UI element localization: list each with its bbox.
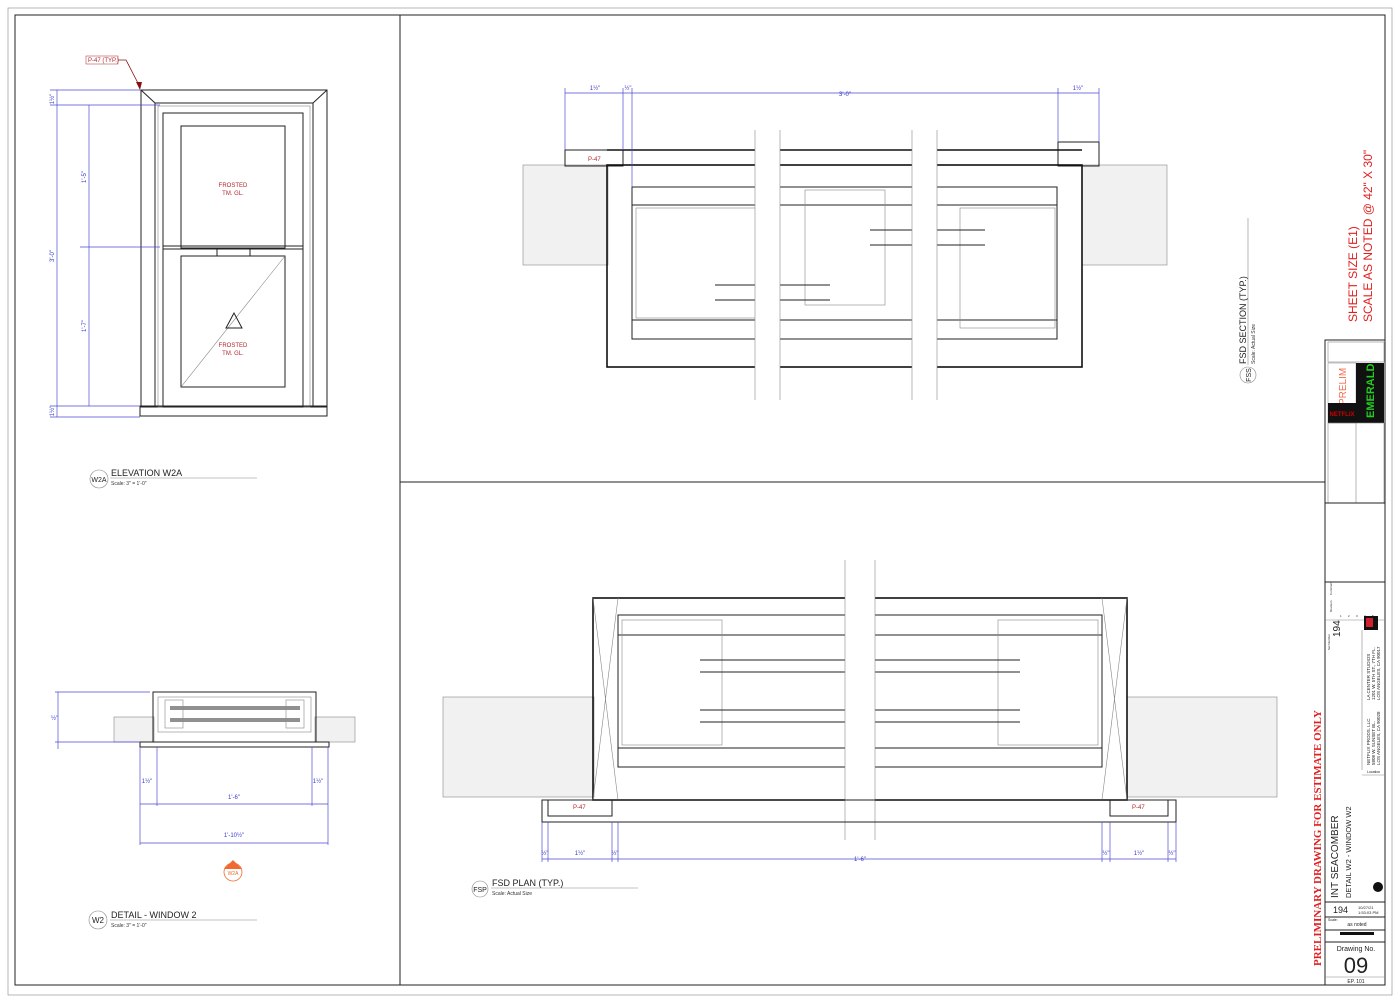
elevation-w2a: FROSTED TM. GL. FROSTED TM. GL. P-47 (TY… bbox=[49, 55, 328, 418]
dim-detail-small: ½" bbox=[51, 715, 58, 722]
dim-elev-overall: 3'-0" bbox=[50, 250, 56, 262]
set-number-label: Set Number bbox=[1327, 634, 1331, 650]
detail-window-2: ½" 1½" 1½" 1'-6" 1'-10½" W2A bbox=[51, 691, 356, 882]
revision-2: 2 bbox=[1348, 614, 1350, 618]
inner-border bbox=[14, 14, 1386, 986]
scale-value: as noted bbox=[1347, 922, 1366, 928]
plan-scale: Scale: Actual Size bbox=[492, 891, 532, 897]
company-1: NETFLIX PRODS. LLC bbox=[1366, 718, 1371, 765]
dim-plan-e: 1½" bbox=[1134, 850, 1144, 857]
detail-title-text: DETAIL - WINDOW 2 bbox=[111, 910, 197, 920]
location-address-2: 1201 W. 5TH ST., 7TH FL. bbox=[1371, 647, 1376, 700]
plan-title: FSP FSD PLAN (TYP.) Scale: Actual Size bbox=[471, 878, 638, 898]
dim-plan-a: ½" bbox=[541, 850, 548, 857]
callout-p47: P-47 (TYP.) bbox=[88, 58, 119, 64]
triangle-symbol bbox=[225, 311, 243, 329]
set-value: 194 bbox=[1333, 905, 1348, 915]
glass-note-upper-1: FROSTED bbox=[219, 183, 248, 189]
detail-scale: Scale: 3" = 1'-0" bbox=[111, 923, 147, 929]
project-name: INT SEACOMBER bbox=[1330, 815, 1341, 898]
sheet-size-note: SHEET SIZE (E1) SCALE AS NOTED @ 42" X 3… bbox=[1346, 150, 1375, 322]
callout-arrow-icon bbox=[136, 82, 142, 90]
revision-1: 1 bbox=[1340, 614, 1342, 618]
dim-plan-d: ½" bbox=[1102, 850, 1109, 857]
detail-tag: W2 bbox=[92, 916, 105, 925]
plan-material-right: P-47 bbox=[1132, 805, 1145, 811]
location-address-1: LA CENTER STUDIOS bbox=[1366, 654, 1371, 700]
section-scale: Scale: Actual Size bbox=[1251, 324, 1257, 364]
plan-title-text: FSD PLAN (TYP.) bbox=[492, 878, 563, 888]
prelim-stamp: PRELIM bbox=[1338, 368, 1349, 405]
company-2: 5808 W. SUNSET BL. bbox=[1371, 721, 1376, 765]
dim-plan-overall: 1'-6" bbox=[854, 857, 866, 863]
drawing-number: 09 bbox=[1344, 953, 1368, 978]
detail-title: W2 DETAIL - WINDOW 2 Scale: 3" = 1'-0" bbox=[88, 910, 257, 930]
elevation-title: W2A ELEVATION W2A Scale: 3" = 1'-0" bbox=[89, 468, 257, 489]
dim-section-right: 1½" bbox=[1073, 85, 1083, 92]
dim-elev-upper: 1'-5" bbox=[82, 171, 88, 183]
dim-section-overall: 3'-0" bbox=[839, 92, 851, 98]
revision-3: 3 bbox=[1356, 614, 1358, 618]
scale-label: Scale: bbox=[1328, 918, 1338, 922]
fsd-section: P-47 1½" ½" 3'-0" 1½" bbox=[522, 85, 1168, 400]
sheet-id: EP. 101 bbox=[1347, 979, 1364, 985]
glass-note-upper-2: TM. GL. bbox=[222, 191, 244, 197]
dim-section-gap: ½" bbox=[624, 85, 631, 92]
dim-plan-b: 1½" bbox=[575, 850, 585, 857]
marker-label: W2A bbox=[228, 871, 240, 877]
dim-section-left: 1½" bbox=[590, 85, 600, 92]
dim-plan-c: ½" bbox=[611, 850, 618, 857]
glass-note-lower-1: FROSTED bbox=[219, 343, 248, 349]
plan-material-left: P-47 bbox=[573, 805, 586, 811]
elevation-tag: W2A bbox=[91, 477, 107, 484]
title-block: PRELIM NETFLIX EMERALD Comment Revision … bbox=[1324, 339, 1386, 986]
section-title: FSS FSD SECTION (TYP.) Scale: Actual Siz… bbox=[1238, 218, 1257, 384]
set-number: 194 bbox=[1332, 620, 1343, 637]
dim-detail-side-right: 1½" bbox=[313, 778, 323, 785]
dim-plan-f: ½" bbox=[1168, 850, 1175, 857]
section-tag: FSS bbox=[1246, 368, 1253, 382]
dim-elev-bottom: 1½" bbox=[49, 406, 56, 416]
union-logo-icon bbox=[1366, 618, 1373, 627]
revision-label: Revision bbox=[1329, 600, 1333, 612]
sheet-scale-note: SCALE AS NOTED @ 42" X 30" bbox=[1361, 150, 1375, 322]
section-material-label: P-47 bbox=[588, 157, 601, 163]
location-label: Location bbox=[1367, 770, 1380, 774]
comment-label: Comment bbox=[1329, 582, 1333, 595]
time: 1:53:03 PM bbox=[1358, 910, 1378, 915]
glass-note-lower-2: TM. GL. bbox=[222, 351, 244, 357]
elevation-scale: Scale: 3" = 1'-0" bbox=[111, 481, 147, 487]
outer-border bbox=[7, 7, 1393, 996]
designer-logo-icon bbox=[1373, 882, 1383, 892]
location-address-3: LOS ANGELES, CA 90017 bbox=[1376, 646, 1381, 700]
sheet-title: DETAIL W2 - WINDOW W2 bbox=[1344, 806, 1353, 898]
drawing-no-label: Drawing No. bbox=[1337, 946, 1376, 953]
date: 10/27/21 bbox=[1358, 905, 1374, 910]
dim-detail-inner: 1'-6" bbox=[228, 795, 240, 801]
sheet-size: SHEET SIZE (E1) bbox=[1346, 226, 1360, 322]
elevation-title-text: ELEVATION W2A bbox=[111, 468, 182, 478]
dim-detail-overall: 1'-10½" bbox=[224, 832, 244, 839]
company-3: LOS ANGELES, CA 90028 bbox=[1376, 711, 1381, 765]
netflix-logo: NETFLIX bbox=[1330, 412, 1355, 418]
preliminary-watermark: PRELIMINARY DRAWING FOR ESTIMATE ONLY bbox=[1312, 710, 1324, 966]
dim-elev-top: 1½" bbox=[49, 94, 56, 104]
plan-tag: FSP bbox=[473, 887, 487, 894]
project-code: EMERALD bbox=[1365, 364, 1377, 418]
dim-elev-lower: 1'-7" bbox=[82, 320, 88, 332]
section-title-text: FSD SECTION (TYP.) bbox=[1238, 276, 1248, 364]
fsd-plan: P-47 P-47 ½" 1½" ½" 1'-6" ½" 1½" ½" bbox=[442, 560, 1278, 863]
section-marker-w2a[interactable]: W2A bbox=[223, 860, 243, 882]
dim-detail-side-left: 1½" bbox=[142, 778, 152, 785]
marker-arrow-icon bbox=[224, 860, 242, 869]
